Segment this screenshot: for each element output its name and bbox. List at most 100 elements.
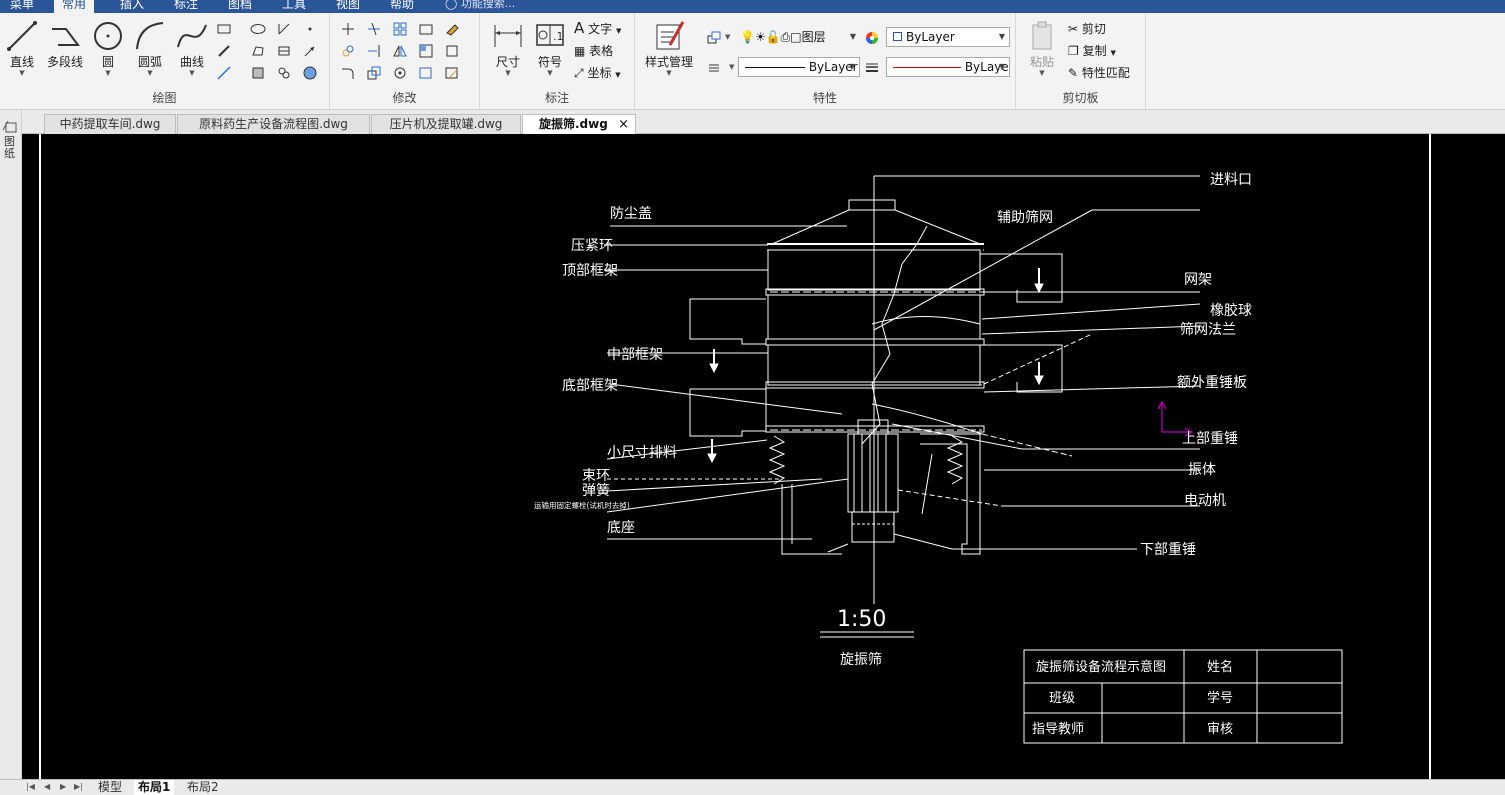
lineweight-icon[interactable]	[864, 59, 880, 75]
line-label: 直线	[9, 55, 34, 69]
gradient-icon[interactable]	[302, 65, 318, 81]
mirror-icon[interactable]	[392, 43, 408, 59]
label-lower-weight: 下部重锤	[1140, 542, 1196, 558]
menu-item-annotate[interactable]: 标注	[174, 0, 199, 11]
color-dropdown[interactable]: ByLayer ▼	[886, 27, 1010, 47]
prev-tab-arrow-icon[interactable]: ◀	[44, 782, 51, 791]
construction-line-icon[interactable]	[276, 21, 292, 37]
region-icon[interactable]	[250, 43, 266, 59]
cad-drawing: 防尘盖 压紧环 顶部框架 中部框架 底部框架 小尺寸排料 束环 弹簧 运输用固定…	[39, 134, 1431, 779]
paste-button[interactable]: 粘贴 ▼	[1022, 19, 1062, 77]
chamfer-icon[interactable]	[418, 65, 434, 81]
spline-button[interactable]: 曲线 ▼	[172, 19, 212, 77]
cut-label: 剪切	[1081, 22, 1106, 36]
arc-button[interactable]: 圆弧 ▼	[130, 19, 170, 77]
chevron-down-icon: ▼	[998, 62, 1005, 71]
extend-icon[interactable]	[366, 43, 382, 59]
rotate-icon[interactable]	[392, 65, 408, 81]
coordinate-label: 坐标	[587, 66, 612, 80]
dimension-button[interactable]: 尺寸 ▼	[488, 19, 528, 77]
xline-icon[interactable]	[216, 65, 232, 81]
ellipse-icon[interactable]	[250, 21, 266, 37]
move-icon[interactable]	[340, 21, 356, 37]
copy-object-icon[interactable]	[340, 43, 356, 59]
close-icon[interactable]: ×	[618, 117, 629, 132]
erase-icon[interactable]	[444, 21, 460, 37]
menu-item-help[interactable]: 帮助	[390, 0, 415, 11]
arrow-down-right-2-head	[1034, 375, 1044, 386]
menu-item-insert[interactable]: 插入	[120, 0, 145, 11]
menu-item-home[interactable]: 常用	[54, 0, 95, 13]
menu-item-menu[interactable]: 菜单	[10, 0, 35, 11]
fillet-icon[interactable]	[340, 65, 356, 81]
boundary-icon[interactable]	[276, 65, 292, 81]
cut-button[interactable]: ✂ 剪切	[1068, 20, 1106, 37]
sheet-icon[interactable]	[2, 120, 20, 134]
symbol-button[interactable]: .1 符号 ▼	[530, 19, 570, 77]
chevron-down-icon: ▼	[505, 69, 511, 77]
rectangle-icon[interactable]	[216, 21, 232, 37]
menu-item-tools[interactable]: 工具	[282, 0, 307, 11]
line-button[interactable]: 直线 ▼	[2, 19, 42, 77]
block-icon[interactable]	[276, 43, 292, 59]
layout-tab-layout1[interactable]: 布局1	[134, 780, 175, 795]
list-icon[interactable]	[706, 60, 722, 76]
hatch-icon[interactable]	[250, 65, 266, 81]
coordinate-button[interactable]: ⤢ 坐标 ▼	[574, 64, 621, 81]
doc-tab-herbal-extraction[interactable]: 中药提取车间.dwg	[44, 114, 176, 134]
doc-tab-tablet-press[interactable]: 压片机及提取罐.dwg	[371, 114, 521, 134]
scissors-icon: ✂	[1068, 22, 1079, 36]
style-manager-button[interactable]: 样式管理 ▼	[641, 19, 697, 77]
chevron-down-icon[interactable]: ▼	[729, 63, 735, 71]
doc-tab-label: 旋振筛.dwg	[539, 117, 608, 131]
polyline-button[interactable]: 多段线	[44, 19, 86, 69]
ray-icon[interactable]	[216, 43, 232, 59]
color-value: ByLayer	[906, 30, 955, 44]
arrow-down-right-1-head	[1034, 283, 1044, 294]
array-icon[interactable]	[392, 21, 408, 37]
leader-upper-weight-dashed	[981, 433, 1073, 457]
sheet-manager-label[interactable]: 图纸	[4, 135, 15, 160]
stretch-icon[interactable]	[418, 43, 434, 59]
label-middle-frame: 中部框架	[607, 347, 663, 363]
doc-tab-api-process[interactable]: 原料药生产设备流程图.dwg	[177, 114, 370, 134]
spline-icon	[177, 24, 207, 48]
dimension-icon	[494, 25, 522, 47]
layout-tab-layout2[interactable]: 布局2	[187, 780, 219, 794]
first-tab-arrow-icon[interactable]: |◀	[26, 782, 35, 791]
menu-item-view[interactable]: 视图	[336, 0, 361, 11]
table-button[interactable]: ▦ 表格	[574, 42, 613, 59]
color-wheel-icon[interactable]	[864, 30, 880, 46]
chevron-down-icon[interactable]: ▼	[725, 33, 731, 41]
symbol-label: 符号	[537, 55, 562, 69]
next-tab-arrow-icon[interactable]: ▶	[60, 782, 67, 791]
explode-icon[interactable]	[444, 43, 460, 59]
doc-tab-rotary-sieve[interactable]: 旋振筛.dwg ×	[522, 114, 636, 135]
trim-icon[interactable]	[366, 21, 382, 37]
polyline-label: 多段线	[46, 55, 83, 69]
menu-item-drawing[interactable]: 图档	[228, 0, 253, 11]
feature-search[interactable]: ◯ 功能搜索...	[445, 0, 515, 13]
text-button[interactable]: A 文字 ▼	[574, 19, 621, 37]
scale-icon[interactable]	[366, 65, 382, 81]
match-properties-button[interactable]: ✎ 特性匹配	[1068, 64, 1130, 81]
offset-icon[interactable]	[418, 21, 434, 37]
lineweight-dropdown[interactable]: ByLayer ▼	[886, 57, 1010, 77]
linetype-dropdown[interactable]: ByLayer ▼	[738, 57, 860, 77]
arrow-down-left-1-head	[709, 363, 719, 374]
properties-edit-icon[interactable]	[444, 65, 460, 81]
draw-panel: 直线 ▼ 多段线 圆 ▼ 圆弧 ▼ 曲线 ▼	[0, 13, 330, 109]
leader-icon[interactable]	[302, 43, 318, 59]
layout-tab-model[interactable]: 模型	[98, 780, 123, 794]
layer-dropdown[interactable]: 💡☀🔓⎙□图层 ▼	[738, 28, 860, 48]
polyline-icon	[52, 28, 80, 46]
title-block-student-id-label: 学号	[1207, 690, 1233, 706]
copy-button[interactable]: ❐ 复制 ▼	[1068, 42, 1116, 59]
circle-button[interactable]: 圆 ▼	[88, 19, 128, 77]
doc-tab-label: 中药提取车间.dwg	[59, 117, 161, 131]
layer-states-icon[interactable]	[706, 29, 722, 45]
point-icon[interactable]	[302, 21, 318, 37]
drawing-canvas[interactable]: 防尘盖 压紧环 顶部框架 中部框架 底部框架 小尺寸排料 束环 弹簧 运输用固定…	[22, 134, 1505, 779]
leader-bolt	[606, 478, 849, 513]
last-tab-arrow-icon[interactable]: ▶|	[74, 782, 83, 791]
